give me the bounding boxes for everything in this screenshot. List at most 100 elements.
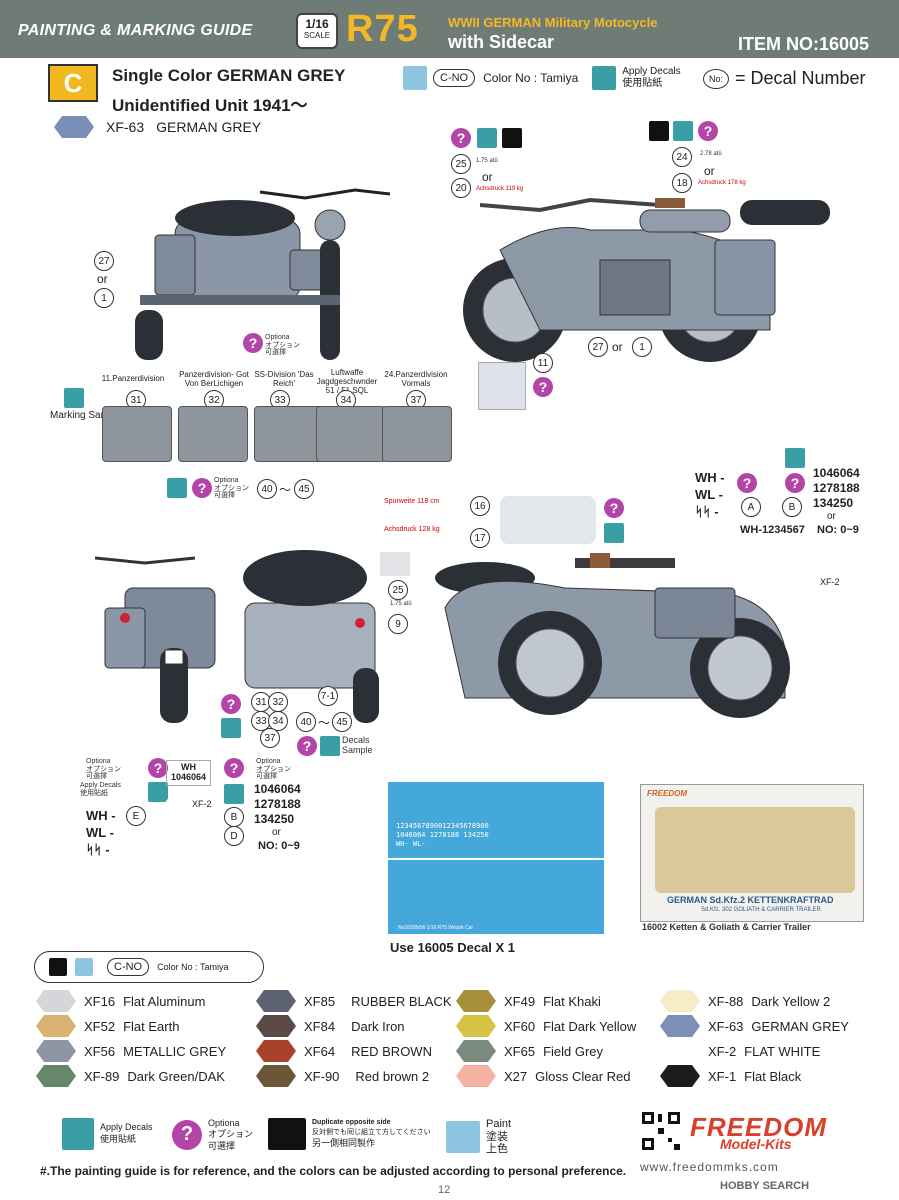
unit-label-3: SS-Division 'Das Reich' [254,370,314,388]
footer-note: #.The painting guide is for reference, a… [40,1164,627,1178]
plate-prefixes-bottom: WH - WL - ᛋᛋ - [86,808,116,859]
plate-b-2: B [224,807,244,827]
kit-brand: FREEDOM [647,789,687,798]
callout-27b: 27 [588,337,608,357]
palette-name: Flat Earth [123,1018,180,1034]
page-number: 12 [438,1184,451,1196]
decal-sheet-footer: No16005/06 1/16 R75 W/side Car [398,925,474,931]
palette-swatch [660,990,700,1012]
optional-icon-10: ? [297,736,317,756]
prefix-wh: WH - [695,470,725,485]
plate-num-b2: 1278188 [254,797,301,811]
callout-1: 1 [94,288,114,308]
callout-20: 20 [451,178,471,198]
rear-num-32: 32 [268,692,288,712]
apply-decals-footer-icon [62,1118,94,1150]
prefix-ss-2: ᛋᛋ - [86,841,110,857]
xf2-swatch [792,576,814,588]
rear-range-tilde: ～ [318,716,331,730]
model-subtitle-1: WWII GERMAN Military Motocycle [448,15,658,30]
apply-decals-icon-6 [785,448,805,468]
apply-decals-note: Apply Decals 使用貼紙 [80,782,121,797]
plate-or: or [827,511,836,522]
palette-name: RUBBER BLACK [351,993,452,1009]
unit-label-2: Panzerdivision- Got Von BerLichigen [179,370,249,388]
optional-jp2-4: 可選擇 [256,773,277,781]
paint-footer-icon [446,1120,480,1153]
scheme-title: Single Color GERMAN GREY [112,66,346,85]
rear-detail-photo [380,552,410,576]
callout-27: 27 [94,251,114,271]
apply-decals-icon-9 [320,736,340,756]
scheme-letter-badge: C [48,64,98,102]
hobby-search-watermark: HOBBY SEARCH [720,1180,810,1192]
tiny-label-175: 1.75 atü [476,158,498,164]
palette-code: XF-90 [304,1068,340,1084]
apply-decals-icon-10 [148,782,168,802]
footer-paint-jp: 塗装 [486,1130,508,1143]
range-to: 45 [294,479,314,499]
callout-25b: 25 [388,580,408,600]
palette-code: X27 [504,1068,528,1084]
optional-icon-2: ? [451,128,471,148]
palette-code: XF52 [84,1018,116,1034]
marking-sample-3 [254,406,324,462]
xf2-marker: XF-2 [792,576,840,588]
prefix-wh-2: WH - [86,808,116,823]
apply-decals-icon-5 [167,478,187,498]
marking-sample-4 [316,406,386,462]
palette-name: RED BROWN [351,1043,432,1059]
palette-item: XF85 RUBBER BLACK [256,990,452,1012]
plate-b: B [782,497,802,517]
rear-num-34: 34 [268,711,288,731]
callout-or: or [97,272,108,286]
model-subtitle-2: with Sidecar [448,32,555,52]
palette-swatch [456,1040,496,1062]
freedom-f-icon [49,958,67,976]
sidecar-view-drawing [435,553,790,718]
duplicate-icon-2 [649,121,669,141]
plate-no-range-2: NO: 0~9 [258,839,300,852]
palette-name: Flat Khaki [543,993,601,1009]
plate-numbers-bottom: 1046064 1278188 134250 or NO: 0~9 [254,782,301,853]
palette-name: Dark Green/DAK [127,1068,225,1084]
rear-num-7-1: 7-1 [318,686,338,706]
palette-code: XF-63 [708,1018,744,1034]
footer-opt-jp2: 可選擇 [208,1140,236,1151]
palette-code: XF16 [84,993,116,1009]
color-no-label: Color No : Tamiya [483,71,579,85]
optional-en-4: Optiona [256,758,281,765]
palette-swatch [36,1015,76,1037]
website: www.freedommks.com [640,1160,779,1174]
kit-caption: 16002 Ketten & Goliath & Carrier Trailer [642,922,811,932]
apply-decals-icon-11 [224,784,244,804]
optional-icon-6: ? [737,473,757,493]
plate-num-2: 1278188 [813,481,860,495]
scale-value: 1/16 [305,17,329,31]
palette-swatch [660,1065,700,1087]
decal-sheet-divider [388,858,604,860]
footer-dup-jp: 反対側でも同じ組立て方してください [312,1128,431,1136]
scale-label: SCALE [303,31,331,40]
optional-icon-9: ? [221,694,241,714]
palette-code: XF85 [304,993,336,1009]
plate-no-range: NO: 0~9 [817,523,859,536]
xf2-marker-2: XF-2 [164,798,212,810]
palette-swatch [36,1065,76,1087]
cno-label-2: C-NO [107,958,150,976]
apply-en-2: Apply Decals [80,782,121,789]
apply-decals-icon [592,66,617,90]
optional-note-3: Optiona オプション 可選擇 [86,758,121,781]
detail-photo [478,362,526,410]
paint-icon [403,66,427,90]
kit-image [655,807,855,893]
optional-icon-8: ? [604,498,624,518]
unit-label-1: 11.Panzerdivision [101,374,165,383]
